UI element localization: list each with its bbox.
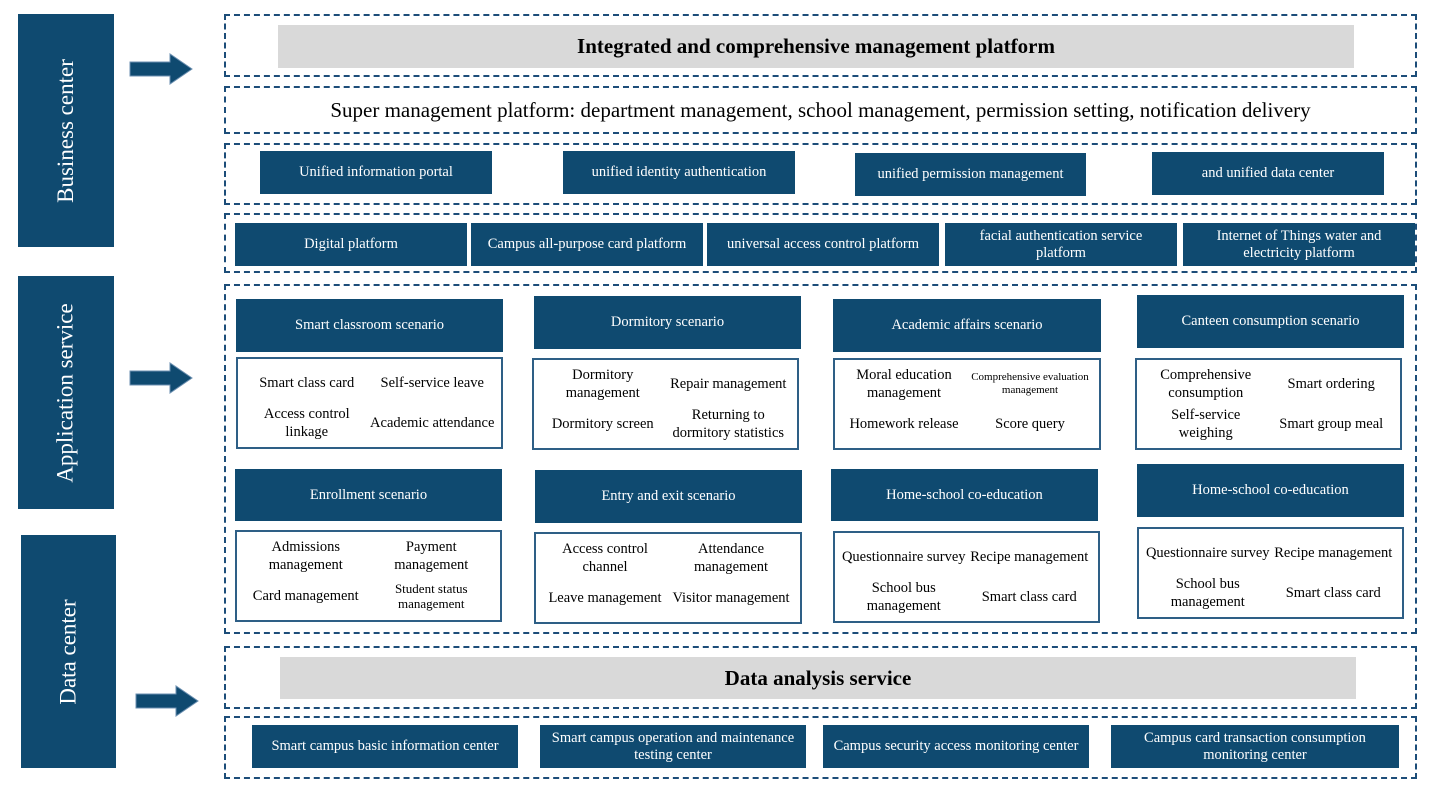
super-platform-text: Super management platform: department ma… xyxy=(330,97,1311,122)
scenario-title: Academic affairs scenario xyxy=(833,299,1101,352)
scenario-card: Moral education management Comprehensive… xyxy=(833,358,1101,450)
scenario-item: Access control channel xyxy=(562,541,648,575)
scenario-item: Dormitory screen xyxy=(551,416,654,432)
data-centers-row xyxy=(224,716,1417,779)
scenario-card: Admissions management Payment management… xyxy=(235,530,502,622)
scenario-item: Comprehensive consumption xyxy=(1160,367,1252,401)
scenario-item: Comprehensive evaluation management xyxy=(971,371,1089,396)
data-analysis-row xyxy=(224,646,1417,709)
scenario-item: Repair management xyxy=(670,376,787,392)
scenario-item: Access control linkage xyxy=(263,406,350,440)
scenario-title: Enrollment scenario xyxy=(235,469,502,521)
unified-identity-box: unified identity authentication xyxy=(563,151,795,194)
scenario-title: Home-school co-education xyxy=(831,469,1098,521)
scenario-item: Smart group meal xyxy=(1279,416,1384,432)
unified-portal-box: Unified information portal xyxy=(260,151,492,194)
scenario-item: Smart class card xyxy=(1285,585,1381,601)
scenario-item: Leave management xyxy=(548,590,662,606)
scenario-item: Visitor management xyxy=(672,590,790,606)
scenario-item: Recipe management xyxy=(1274,545,1393,561)
super-platform-row xyxy=(224,86,1417,134)
scenario-item: Smart class card xyxy=(981,589,1077,605)
scenario-item: Recipe management xyxy=(970,549,1089,565)
platform-box: Digital platform xyxy=(235,223,467,266)
scenario-card: Dormitory management Repair management D… xyxy=(532,358,799,450)
unified-permission-box: unified permission management xyxy=(855,153,1086,196)
unified-row xyxy=(224,143,1417,205)
scenario-item: School bus management xyxy=(1170,576,1245,610)
right-arrow-icon xyxy=(129,362,193,394)
scenario-item: Self-service leave xyxy=(380,375,484,391)
right-arrow-icon xyxy=(129,53,193,85)
scenario-item: Score query xyxy=(995,416,1065,432)
scenario-item: Self-service weighing xyxy=(1171,407,1241,441)
scenario-item: Payment management xyxy=(394,539,469,573)
scenario-item: Returning to dormitory statistics xyxy=(672,407,785,441)
right-arrow-icon xyxy=(135,685,199,717)
scenario-title: Entry and exit scenario xyxy=(535,470,802,523)
platform-box: Campus all-purpose card platform xyxy=(471,223,703,266)
scenario-card: Questionnaire survey Recipe management S… xyxy=(1137,527,1404,619)
scenario-item: Questionnaire survey xyxy=(841,549,966,565)
scenario-item: Moral education management xyxy=(856,367,952,401)
scenario-item: School bus management xyxy=(866,580,941,614)
scenario-item: Attendance management xyxy=(693,541,769,575)
scenario-item: Student status management xyxy=(394,581,468,611)
scenario-item: Questionnaire survey xyxy=(1145,545,1270,561)
data-analysis-box: Data analysis service xyxy=(280,657,1356,699)
scenario-item: Academic attendance xyxy=(370,415,495,431)
integrated-platform-box: Integrated and comprehensive management … xyxy=(278,25,1354,68)
application-service-label: Application service xyxy=(18,276,114,509)
data-center-box: Smart campus basic information center xyxy=(252,725,518,768)
scenario-item: Admissions management xyxy=(268,539,343,573)
scenario-title: Smart classroom scenario xyxy=(236,299,503,352)
integrated-platform-row xyxy=(224,14,1417,77)
business-center-label: Business center xyxy=(18,14,114,247)
scenario-item: Smart class card xyxy=(259,375,355,391)
scenario-card: Questionnaire survey Recipe management S… xyxy=(833,531,1100,623)
scenario-item: Smart ordering xyxy=(1287,376,1375,392)
data-center-box: Smart campus operation and maintenance t… xyxy=(540,725,806,768)
data-center-label: Data center xyxy=(21,535,116,768)
scenario-item: Homework release xyxy=(849,416,959,432)
platform-box: universal access control platform xyxy=(707,223,939,266)
platform-box: facial authentication service platform xyxy=(945,223,1177,266)
scenario-card: Smart class card Self-service leave Acce… xyxy=(236,357,503,449)
application-service-area xyxy=(224,284,1417,634)
data-center-box: Campus security access monitoring center xyxy=(823,725,1089,768)
scenario-card: Comprehensive consumption Smart ordering… xyxy=(1135,358,1402,450)
scenario-card: Access control channel Attendance manage… xyxy=(534,532,802,624)
scenario-title: Dormitory scenario xyxy=(534,296,801,349)
scenario-title: Canteen consumption scenario xyxy=(1137,295,1404,348)
platforms-row xyxy=(224,213,1417,273)
data-center-box: Campus card transaction consumption moni… xyxy=(1111,725,1399,768)
scenario-item: Card management xyxy=(252,588,359,604)
platform-box: Internet of Things water and electricity… xyxy=(1183,223,1415,266)
scenario-title: Home-school co-education xyxy=(1137,464,1404,517)
unified-data-center-box: and unified data center xyxy=(1152,152,1384,195)
scenario-item: Dormitory management xyxy=(565,367,640,401)
